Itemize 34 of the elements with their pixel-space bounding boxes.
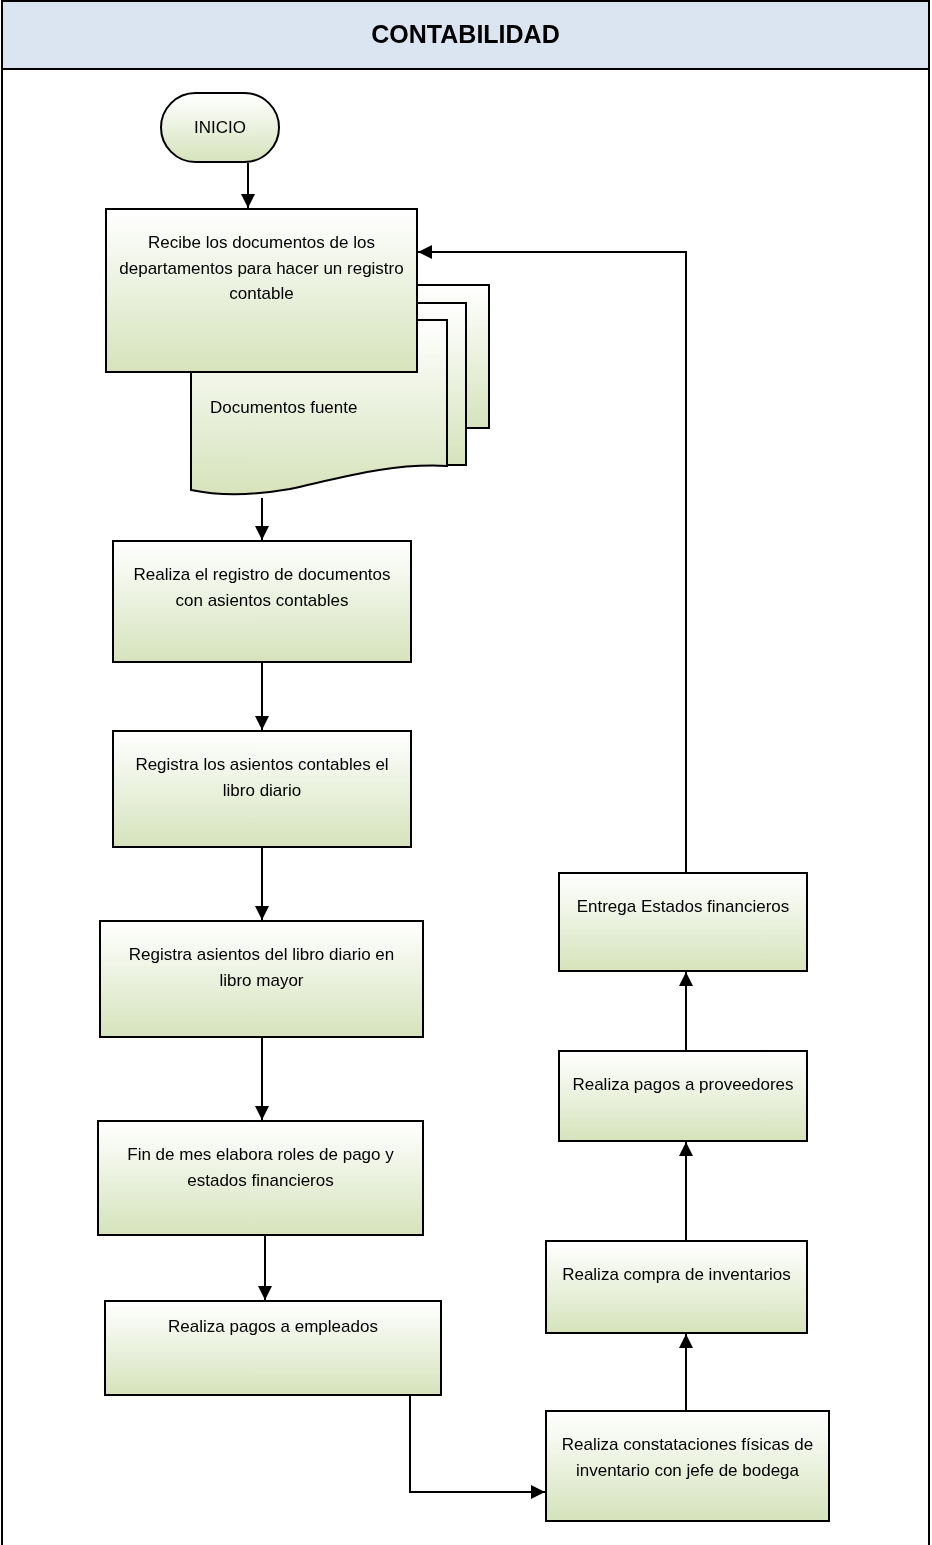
node-label: Recibe los documentos de los departamentos para hacer un registro contable [119, 232, 404, 305]
node-label: Entrega Estados financieros [576, 896, 790, 918]
process-box [545, 1410, 830, 1522]
node-label: Realiza pagos a proveedores [572, 1074, 794, 1096]
arrow [255, 1037, 269, 1121]
process-box [558, 872, 808, 972]
node-label: INICIO [194, 116, 246, 139]
node-label: Realiza constataciones físicas de inventario con jefe de bodega [560, 1434, 815, 1482]
node-label: Registra los asientos contables el libro diario [134, 754, 390, 802]
process-box [99, 920, 424, 1038]
node-label: Fin de mes elabora roles de pago y estados financieros [126, 1144, 395, 1192]
process-box [105, 208, 418, 373]
node-label: Realiza pagos a empleados [168, 1316, 378, 1338]
arrow [241, 162, 255, 209]
process-box [112, 730, 412, 848]
node-label: Documentos fuente [210, 398, 358, 417]
node-label: Realiza compra de inventarios [562, 1264, 791, 1286]
arrow [679, 971, 693, 1051]
diagram-title: CONTABILIDAD [371, 19, 560, 51]
arrow [255, 497, 269, 541]
process-box [97, 1120, 424, 1236]
process-box [545, 1240, 808, 1334]
arrow [679, 1333, 693, 1411]
arrow [258, 1235, 272, 1301]
arrow [417, 245, 687, 873]
arrow [255, 662, 269, 731]
arrow [409, 1395, 546, 1499]
arrow [255, 847, 269, 921]
node-label: Registra asientos del libro diario en libro mayor [127, 944, 396, 992]
process-box [112, 540, 412, 663]
node-label: Realiza el registro de documentos con asientos contables [132, 564, 392, 612]
process-box [104, 1300, 442, 1396]
arrow [679, 1141, 693, 1241]
process-box [558, 1050, 808, 1142]
